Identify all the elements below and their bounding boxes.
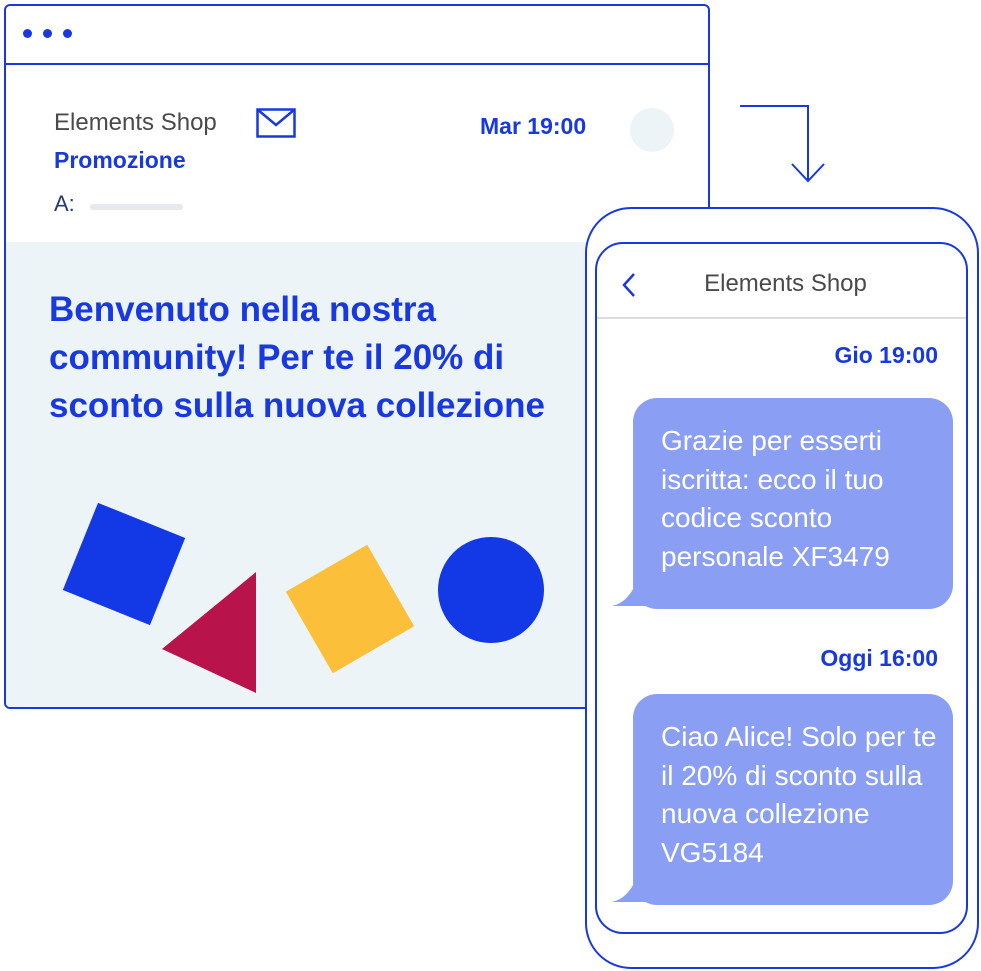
window-dot-1[interactable] [23,29,32,38]
flow-arrow-icon [740,105,825,183]
sms-contact-name: Elements Shop [704,270,867,297]
message-bubble[interactable]: Ciao Alice! Solo per te il 20% di sconto… [611,694,953,905]
red-triangle-shape [162,572,256,693]
email-subject: Promozione [54,147,186,173]
envelope-icon [256,108,296,143]
email-sender: Elements Shop [54,109,217,136]
phone-screen: Elements Shop Gio 19:00 Grazie per esser… [595,242,968,934]
email-to-label: A: [54,191,75,216]
decorative-shapes [62,502,544,693]
sms-header: Elements Shop [597,244,966,319]
message-time: Gio 19:00 [834,342,938,368]
email-headline: Benvenuto nella nostra community! Per te… [49,290,545,425]
email-time: Mar 19:00 [480,113,587,139]
recipient-placeholder [90,204,183,210]
message-text: Ciao Alice! Solo per te il 20% di sconto… [661,721,937,868]
blue-square-shape [62,502,186,626]
message-text: Grazie per esserti iscritta: ecco il tuo… [661,425,890,572]
blue-circle-shape [438,537,544,643]
window-dot-3[interactable] [63,29,72,38]
window-titlebar [6,6,708,65]
back-chevron-icon[interactable] [621,272,637,303]
avatar[interactable] [630,108,674,152]
window-dot-2[interactable] [43,29,52,38]
message-time: Oggi 16:00 [820,645,938,671]
message-bubble[interactable]: Grazie per esserti iscritta: ecco il tuo… [611,398,953,609]
email-header: Elements Shop Promozione A: Mar 19:00 [6,65,708,242]
yellow-square-shape [285,544,415,674]
